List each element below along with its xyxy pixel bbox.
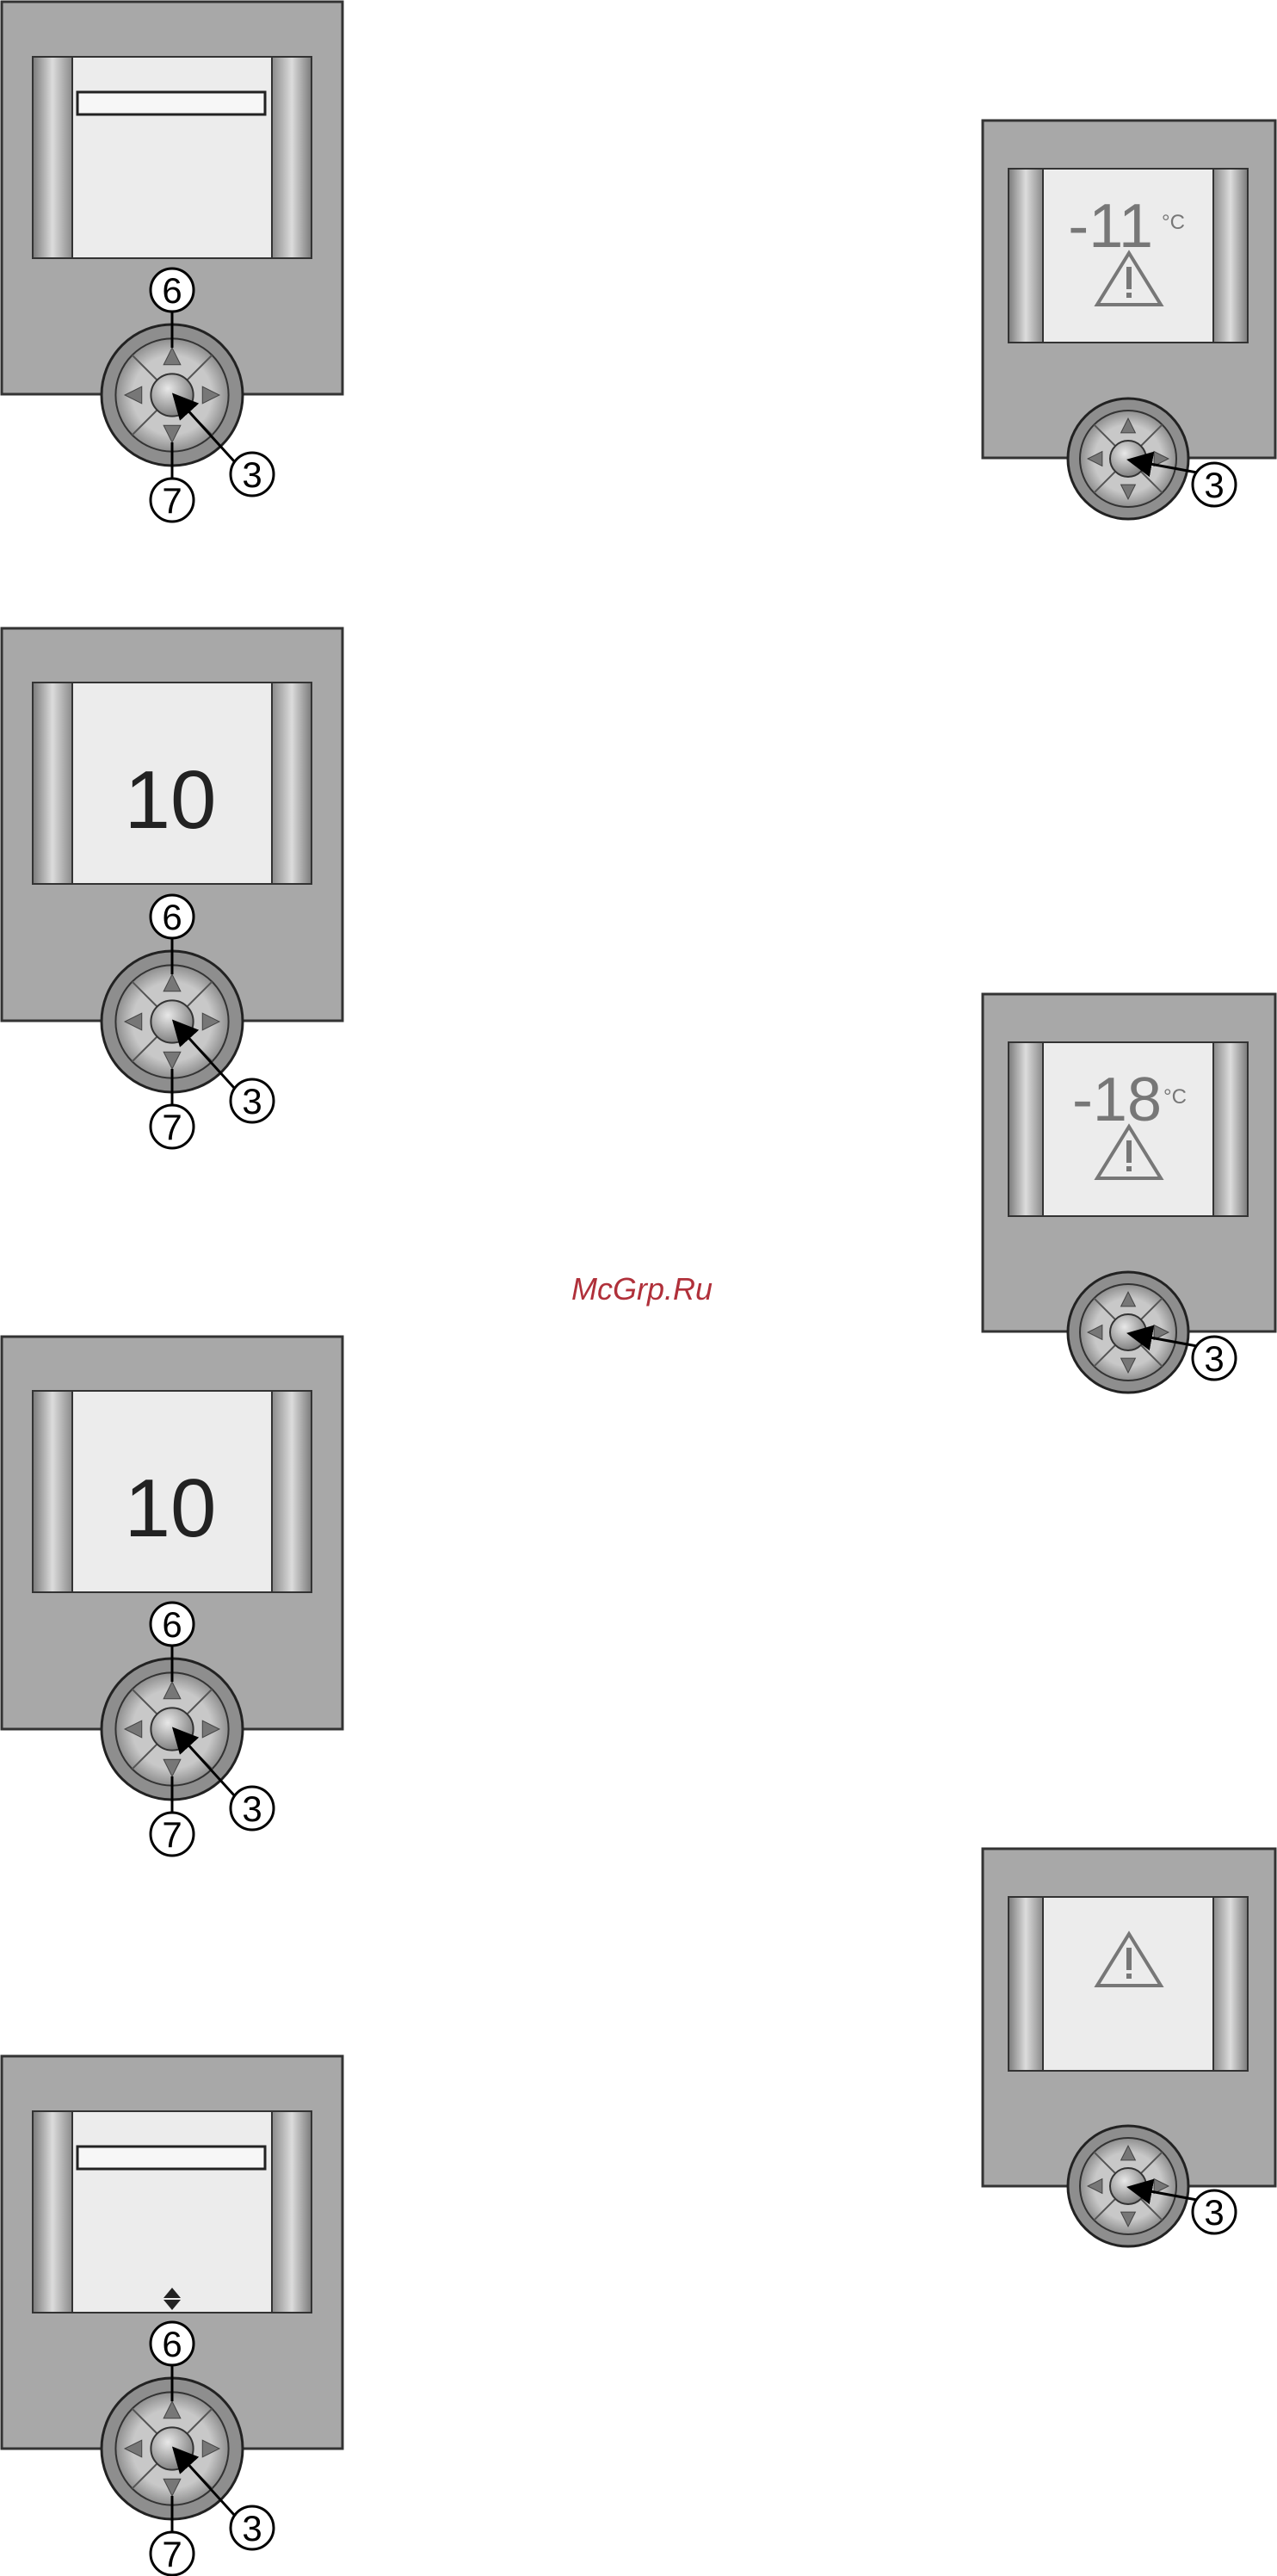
temperature-value: -11 (1068, 192, 1153, 261)
display-screen (33, 2111, 312, 2313)
temperature-unit: °C (1162, 211, 1185, 234)
callout-7: 7 (162, 1814, 182, 1855)
callout-6: 6 (162, 270, 182, 311)
knob-center-button[interactable] (1110, 441, 1146, 477)
watermark-text: McGrp.Ru (571, 1271, 713, 1307)
knob-center-button[interactable] (1110, 1314, 1146, 1350)
display-bar (77, 2147, 265, 2169)
callout-6: 6 (162, 897, 182, 937)
callout-3: 3 (1204, 465, 1224, 505)
callout-6: 6 (162, 2324, 182, 2364)
display-value: 10 (125, 754, 217, 846)
callout-3: 3 (1204, 2192, 1224, 2233)
callout-7: 7 (162, 1107, 182, 1147)
callout-3: 3 (242, 2508, 262, 2548)
callout-7: 7 (162, 2534, 182, 2574)
temperature-value: -18 (1072, 1066, 1162, 1134)
callout-3: 3 (242, 454, 262, 495)
callout-7: 7 (162, 480, 182, 521)
display-screen (33, 57, 312, 258)
callout-3: 3 (242, 1081, 262, 1121)
callout-3: 3 (242, 1788, 262, 1829)
callout-3: 3 (1204, 1338, 1224, 1379)
display-value: 10 (125, 1462, 217, 1554)
temperature-unit: °C (1163, 1085, 1187, 1109)
callout-6: 6 (162, 1604, 182, 1645)
display-bar (77, 92, 265, 114)
knob-center-button[interactable] (1110, 2168, 1146, 2204)
